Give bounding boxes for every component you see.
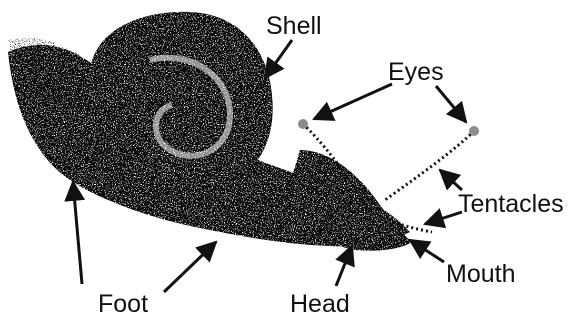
label-eyes: Eyes: [388, 58, 444, 86]
arrow-head: [336, 246, 352, 286]
right-eye: [469, 126, 479, 136]
label-tentacles: Tentacles: [458, 190, 564, 218]
arrow-eyes-left: [314, 84, 392, 119]
arrow-eyes-right: [436, 86, 466, 122]
arrow-shell: [265, 40, 292, 78]
label-head: Head: [290, 290, 350, 318]
arrow-tentacles-lower: [425, 212, 462, 224]
label-shell: Shell: [266, 12, 322, 40]
label-mouth: Mouth: [446, 260, 515, 288]
label-foot: Foot: [98, 290, 148, 318]
snail-shell-shape: [89, 12, 273, 190]
arrow-foot-left: [73, 182, 82, 284]
snail-illustration: [8, 12, 479, 251]
left-eye: [298, 119, 308, 129]
arrow-tentacles-upper: [440, 170, 462, 190]
arrow-mouth: [410, 240, 444, 262]
arrow-foot-right: [164, 242, 216, 292]
